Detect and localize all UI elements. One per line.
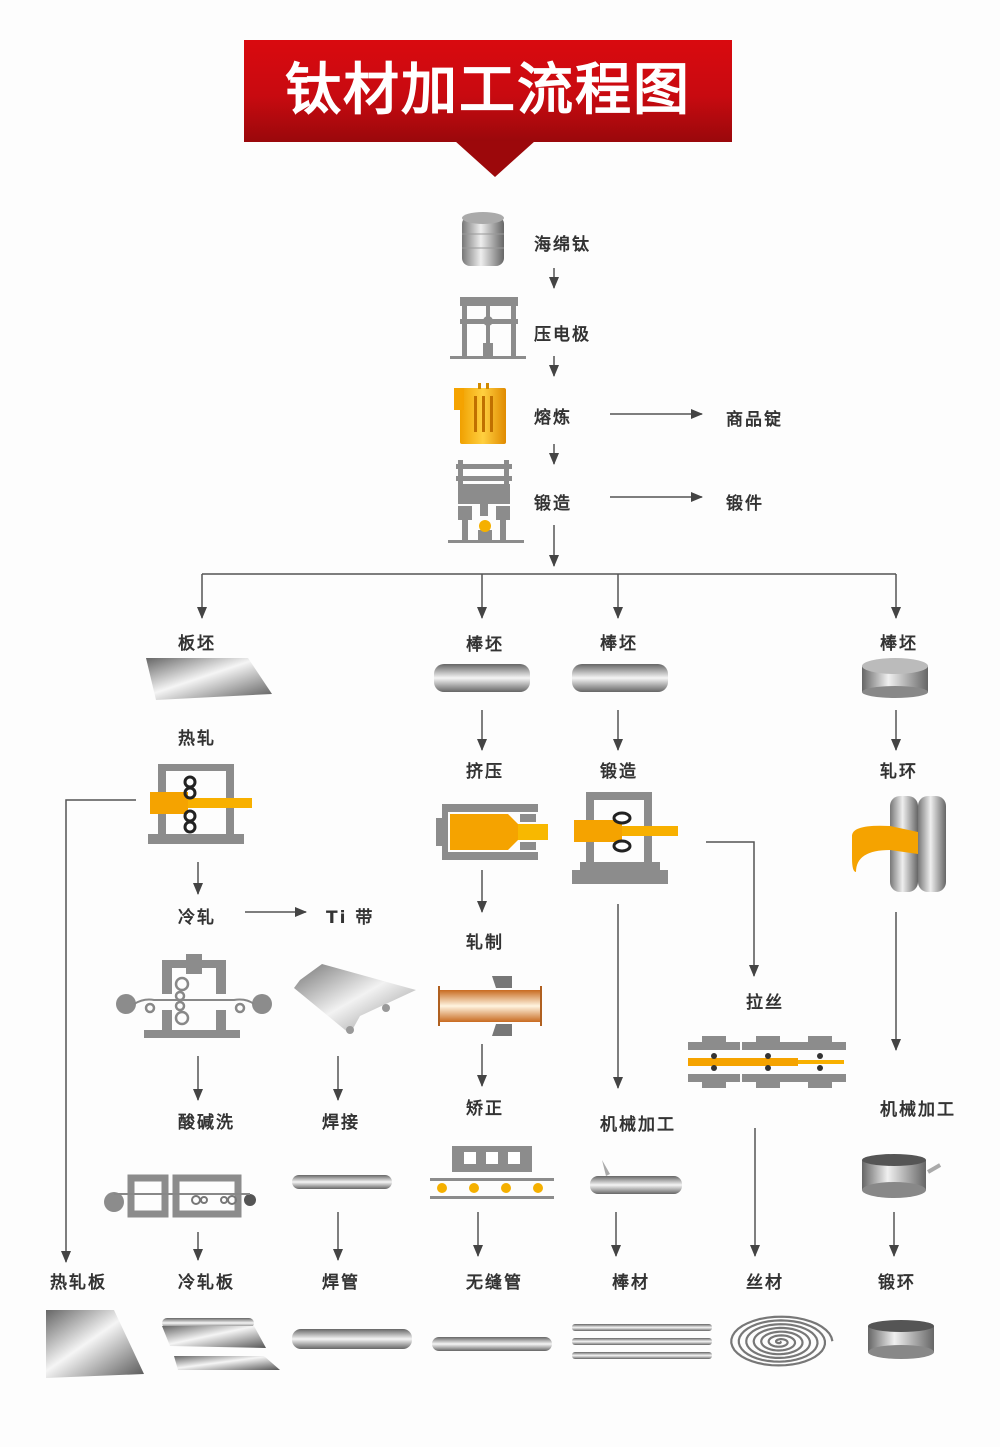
output-forgings: 锻件 xyxy=(726,494,764,514)
tube-billet-label: 棒坯 xyxy=(466,635,504,655)
machined-bar-icon xyxy=(590,1160,682,1194)
machined-ring-icon xyxy=(862,1154,942,1198)
forging-press-icon xyxy=(448,460,524,543)
ring-machining-label: 机械加工 xyxy=(880,1100,956,1120)
hot-rolled-plate-icon xyxy=(46,1310,144,1378)
wire-drawing-dies-icon xyxy=(688,1036,846,1088)
title-banner xyxy=(244,40,732,142)
wire-draw-label: 拉丝 xyxy=(746,993,784,1013)
bar-billet-icon xyxy=(572,664,668,692)
rolling-label: 轧制 xyxy=(466,933,504,953)
bar-machining-label: 机械加工 xyxy=(600,1115,676,1135)
cold-roll-label: 冷轧 xyxy=(178,908,216,928)
product-forged-ring: 锻环 xyxy=(878,1273,916,1293)
straighten-label: 矫正 xyxy=(466,1099,504,1119)
pickling-label: 酸碱洗 xyxy=(178,1113,235,1133)
welding-label: 焊接 xyxy=(322,1113,360,1133)
forged-ring-product-icon xyxy=(868,1320,934,1359)
welded-pipe-icon xyxy=(292,1175,392,1189)
hot-roll-label: 热轧 xyxy=(178,729,216,749)
product-wire: 丝材 xyxy=(746,1273,784,1293)
extrusion-press-icon xyxy=(436,804,548,860)
step-melting: 熔炼 xyxy=(534,408,572,428)
spiral-path xyxy=(730,1315,834,1367)
product-welded-pipe: 焊管 xyxy=(322,1273,360,1293)
plate-billet-label: 板坯 xyxy=(178,634,216,654)
step-sponge-titanium: 海绵钛 xyxy=(534,235,591,255)
bar-product-icon xyxy=(572,1324,712,1359)
welding-sheet-icon xyxy=(294,964,416,1034)
page-title: 钛材加工流程图 xyxy=(285,58,691,123)
hot-rolling-mill-icon xyxy=(148,764,252,844)
melting-furnace-icon xyxy=(454,383,506,444)
pickling-line-icon xyxy=(104,1174,256,1218)
bar-billet-label: 棒坯 xyxy=(600,634,638,654)
plate-billet-icon xyxy=(146,658,272,700)
extrude-label: 挤压 xyxy=(466,762,504,782)
ring-roll-label: 轧环 xyxy=(880,762,918,782)
tube-billet-icon xyxy=(434,664,530,692)
step-press-electrode: 压电极 xyxy=(534,325,591,345)
banner-pointer xyxy=(455,141,535,177)
sponge-titanium-cylinder-icon xyxy=(462,212,504,266)
cold-rolled-plate-icon xyxy=(162,1318,280,1370)
product-cold-rolled-plate: 冷轧板 xyxy=(178,1273,235,1293)
ti-strip-label: Ti 带 xyxy=(326,908,375,928)
cold-rolling-mill-icon xyxy=(116,954,272,1038)
tube-rolling-icon xyxy=(438,976,542,1036)
product-seamless-pipe: 无缝管 xyxy=(466,1273,523,1293)
product-bar: 棒材 xyxy=(612,1273,650,1293)
bar-forging-icon xyxy=(572,792,678,884)
ring-rolling-icon xyxy=(852,796,946,892)
seamless-pipe-product-icon xyxy=(432,1337,552,1351)
output-commercial-ingot: 商品锭 xyxy=(726,410,783,430)
wire-coil-spiral-icon xyxy=(730,1315,834,1367)
straightening-machine-icon xyxy=(430,1146,554,1199)
ring-billet-disc-icon xyxy=(862,658,928,698)
step-forging: 锻造 xyxy=(534,494,572,514)
electrode-press-icon xyxy=(450,297,526,359)
ring-billet-label: 棒坯 xyxy=(880,634,918,654)
product-hot-rolled-plate: 热轧板 xyxy=(50,1273,107,1293)
bar-forge-label: 锻造 xyxy=(600,762,638,782)
welded-pipe-product-icon xyxy=(292,1329,412,1349)
